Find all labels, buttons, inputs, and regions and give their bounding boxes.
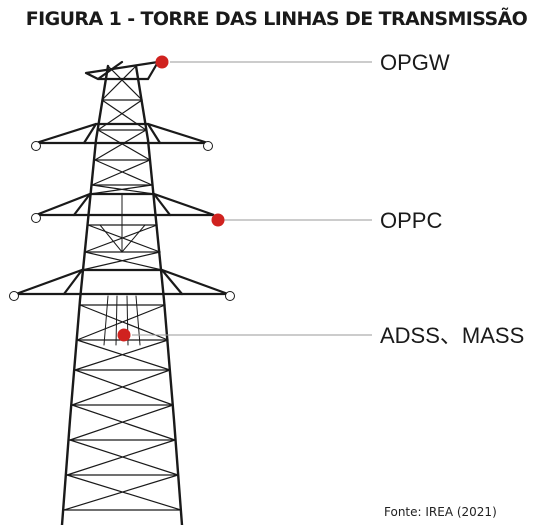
cable-markers [117, 55, 225, 342]
tower-legs [60, 64, 184, 525]
crossarm-middle [35, 192, 215, 217]
leader-lines [132, 61, 372, 336]
tower-frame [15, 60, 229, 525]
insulator-upper-left [31, 141, 41, 151]
crossarm-lower [15, 268, 229, 296]
crossarm-upper [35, 122, 209, 145]
tower-bracing [63, 65, 182, 511]
top-crossarm [84, 60, 160, 81]
insulators [9, 141, 235, 301]
tower-inner-members [99, 193, 146, 346]
marker-oppc [211, 213, 225, 227]
insulator-middle-left [31, 213, 41, 223]
figure-title: FIGURA 1 - TORRE DAS LINHAS DE TRANSMISS… [25, 8, 528, 30]
label-opgw: OPGW [380, 50, 450, 75]
marker-adss [117, 328, 131, 342]
insulator-lower-left [9, 291, 19, 301]
label-adss-mass: ADSS、MASS [380, 323, 524, 348]
label-oppc: OPPC [380, 208, 442, 233]
insulator-lower-right [225, 291, 235, 301]
insulator-upper-right [203, 141, 213, 151]
marker-opgw [155, 55, 169, 69]
figure-source: Fonte: IREA (2021) [384, 505, 497, 519]
